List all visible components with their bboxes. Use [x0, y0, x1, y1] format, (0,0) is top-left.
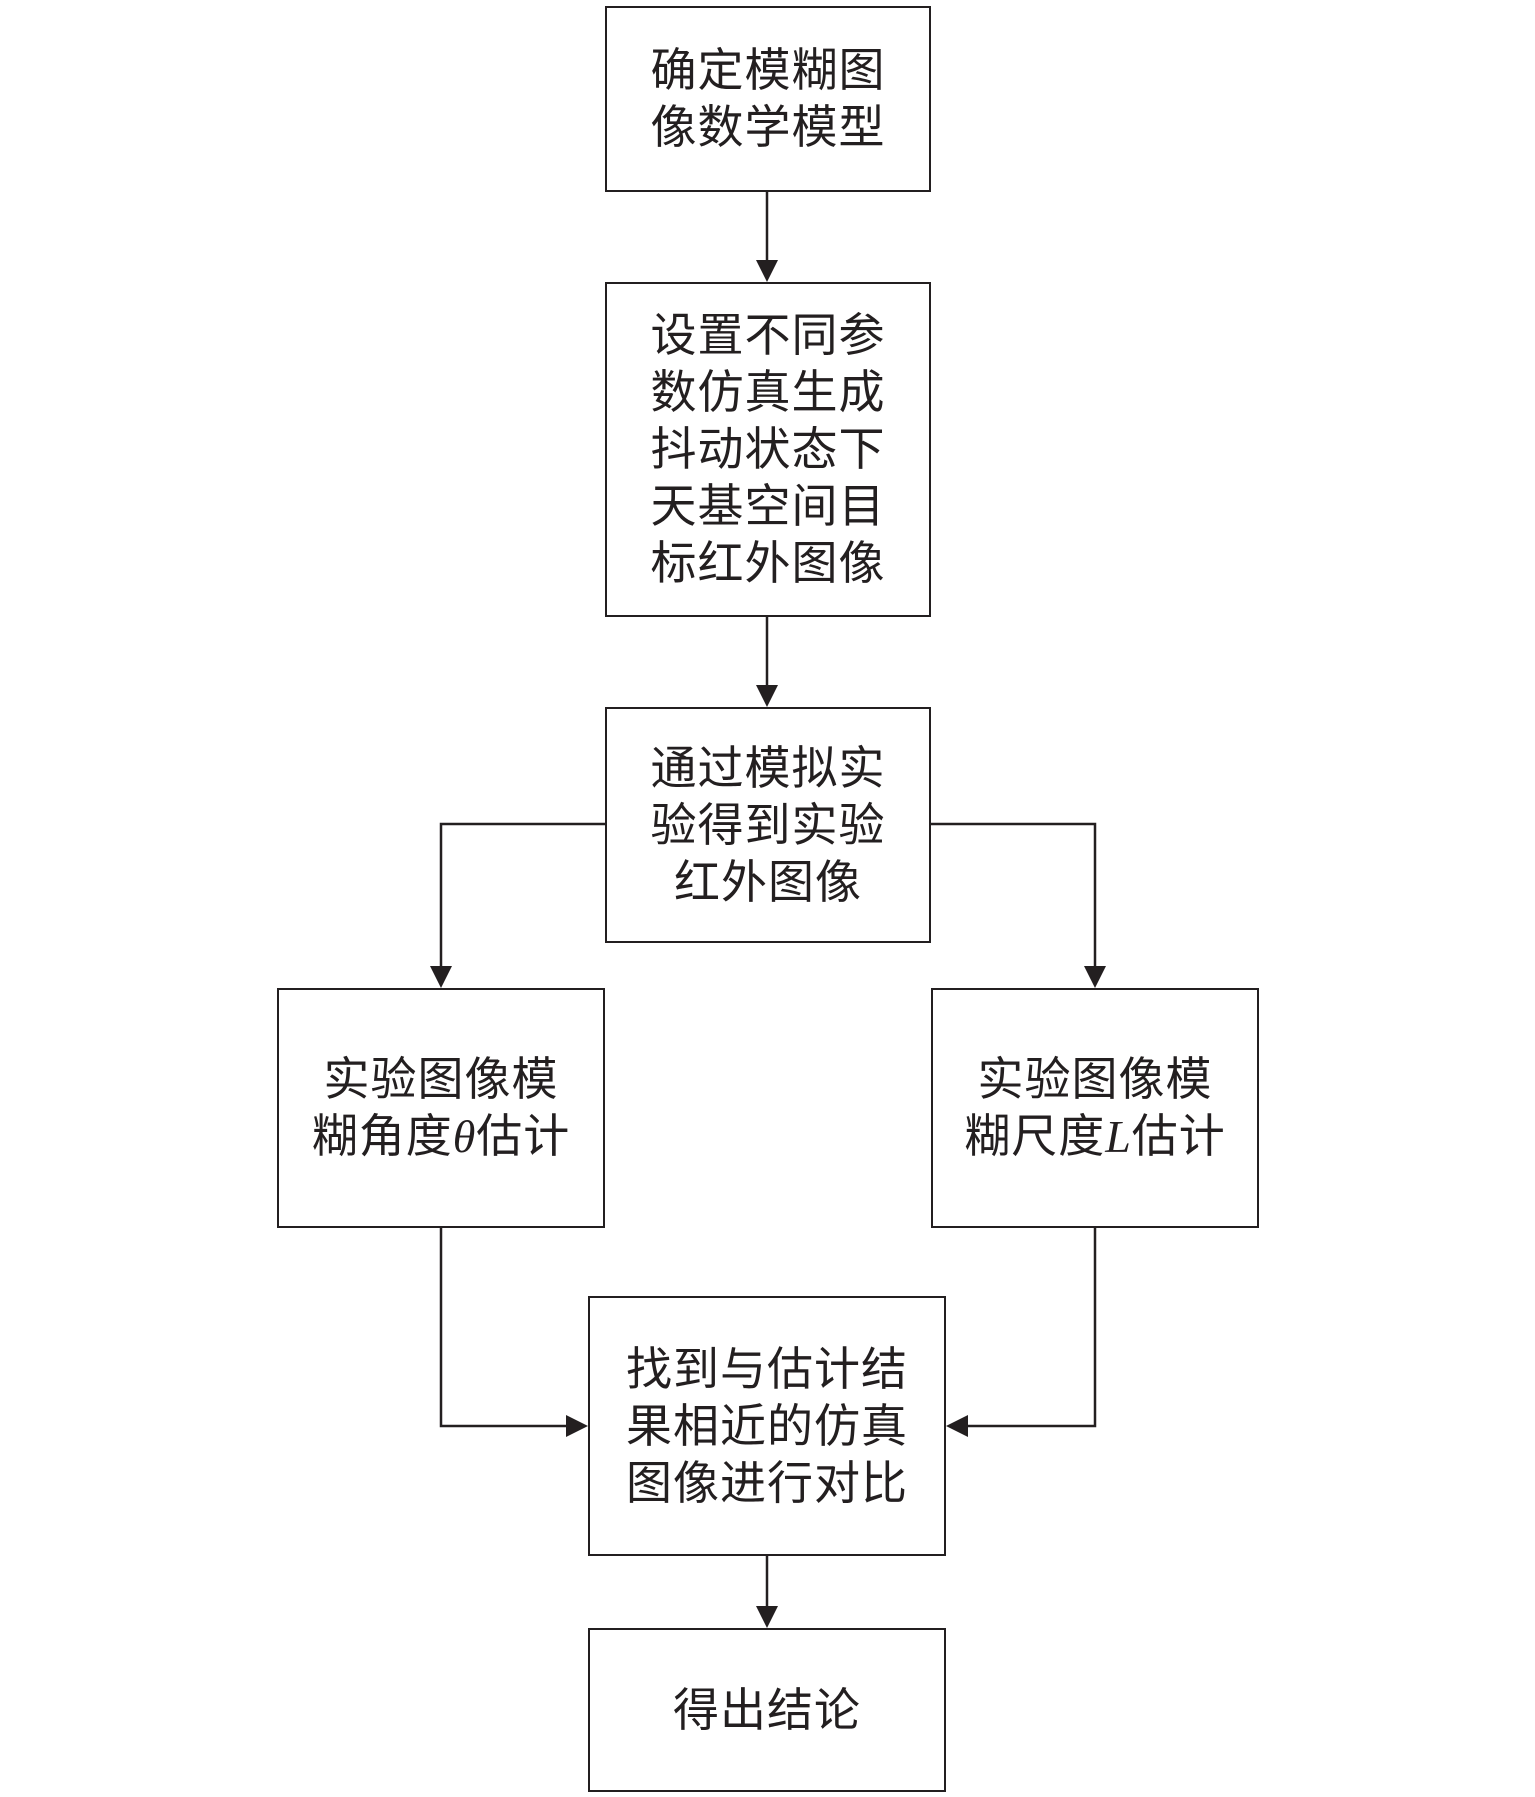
- l-symbol: L: [1105, 1111, 1132, 1162]
- node-scale-line-2: 糊尺度L估计: [964, 1108, 1226, 1165]
- node-simulate-line-5: 标红外图像: [650, 536, 886, 590]
- node-experiment-line-1: 通过模拟实: [650, 740, 886, 795]
- node-conclusion: 得出结论: [588, 1628, 946, 1792]
- node-simulate: 设置不同参 数仿真生成 抖动状态下 天基空间目 标红外图像: [605, 282, 931, 617]
- node-compare-line-2: 果相近的仿真: [626, 1398, 908, 1453]
- node-scale-suffix: 估计: [1131, 1109, 1226, 1163]
- node-compare: 找到与估计结 果相近的仿真 图像进行对比: [588, 1296, 946, 1556]
- node-compare-label: 找到与估计结 果相近的仿真 图像进行对比: [626, 1341, 908, 1512]
- node-simulate-line-4: 天基空间目: [650, 479, 886, 533]
- node-model-line-1: 确定模糊图: [650, 43, 886, 97]
- arrow-angle-to-compare: [439, 1228, 568, 1428]
- arrowhead-angle-to-compare: [566, 1415, 588, 1437]
- node-conclusion-label: 得出结论: [673, 1682, 861, 1739]
- node-compare-line-3: 图像进行对比: [626, 1455, 908, 1510]
- node-scale-line-1: 实验图像模: [977, 1052, 1213, 1106]
- node-angle-label: 实验图像模 糊角度θ估计: [312, 1051, 571, 1165]
- node-experiment-line-2: 验得到实验: [650, 797, 886, 852]
- node-experiment-line-3: 红外图像: [674, 854, 862, 909]
- node-simulate-line-3: 抖动状态下: [650, 422, 886, 476]
- node-scale-prefix: 糊尺度: [964, 1109, 1106, 1163]
- node-experiment-label: 通过模拟实 验得到实验 红外图像: [651, 740, 886, 911]
- arrowhead-experiment-to-scale: [1084, 966, 1106, 988]
- node-model-line-2: 像数学模型: [650, 100, 886, 154]
- node-simulate-label: 设置不同参 数仿真生成 抖动状态下 天基空间目 标红外图像: [651, 307, 886, 592]
- arrowhead-simulate-to-experiment: [756, 685, 778, 707]
- node-angle-estimate: 实验图像模 糊角度θ估计: [277, 988, 605, 1228]
- node-conclusion-line-1: 得出结论: [673, 1682, 861, 1737]
- theta-symbol: θ: [452, 1111, 477, 1162]
- arrow-experiment-to-angle: [439, 822, 605, 968]
- node-model-label: 确定模糊图 像数学模型: [651, 42, 886, 156]
- node-angle-suffix: 估计: [476, 1109, 571, 1163]
- arrowhead-model-to-simulate: [756, 260, 778, 282]
- node-compare-line-1: 找到与估计结: [626, 1341, 908, 1396]
- arrowhead-compare-to-conclusion: [756, 1606, 778, 1628]
- node-model: 确定模糊图 像数学模型: [605, 6, 931, 192]
- node-scale-label: 实验图像模 糊尺度L估计: [964, 1051, 1226, 1165]
- node-angle-line-1: 实验图像模: [323, 1052, 559, 1106]
- arrowhead-scale-to-compare: [946, 1415, 968, 1437]
- arrow-experiment-to-scale: [931, 822, 1097, 968]
- node-simulate-line-2: 数仿真生成: [650, 365, 886, 419]
- node-experiment: 通过模拟实 验得到实验 红外图像: [605, 707, 931, 943]
- node-simulate-line-1: 设置不同参: [650, 308, 886, 362]
- arrow-scale-to-compare: [966, 1228, 1097, 1428]
- arrowhead-experiment-to-angle: [430, 966, 452, 988]
- node-angle-prefix: 糊角度: [311, 1109, 453, 1163]
- node-angle-line-2: 糊角度θ估计: [312, 1108, 571, 1165]
- node-scale-estimate: 实验图像模 糊尺度L估计: [931, 988, 1259, 1228]
